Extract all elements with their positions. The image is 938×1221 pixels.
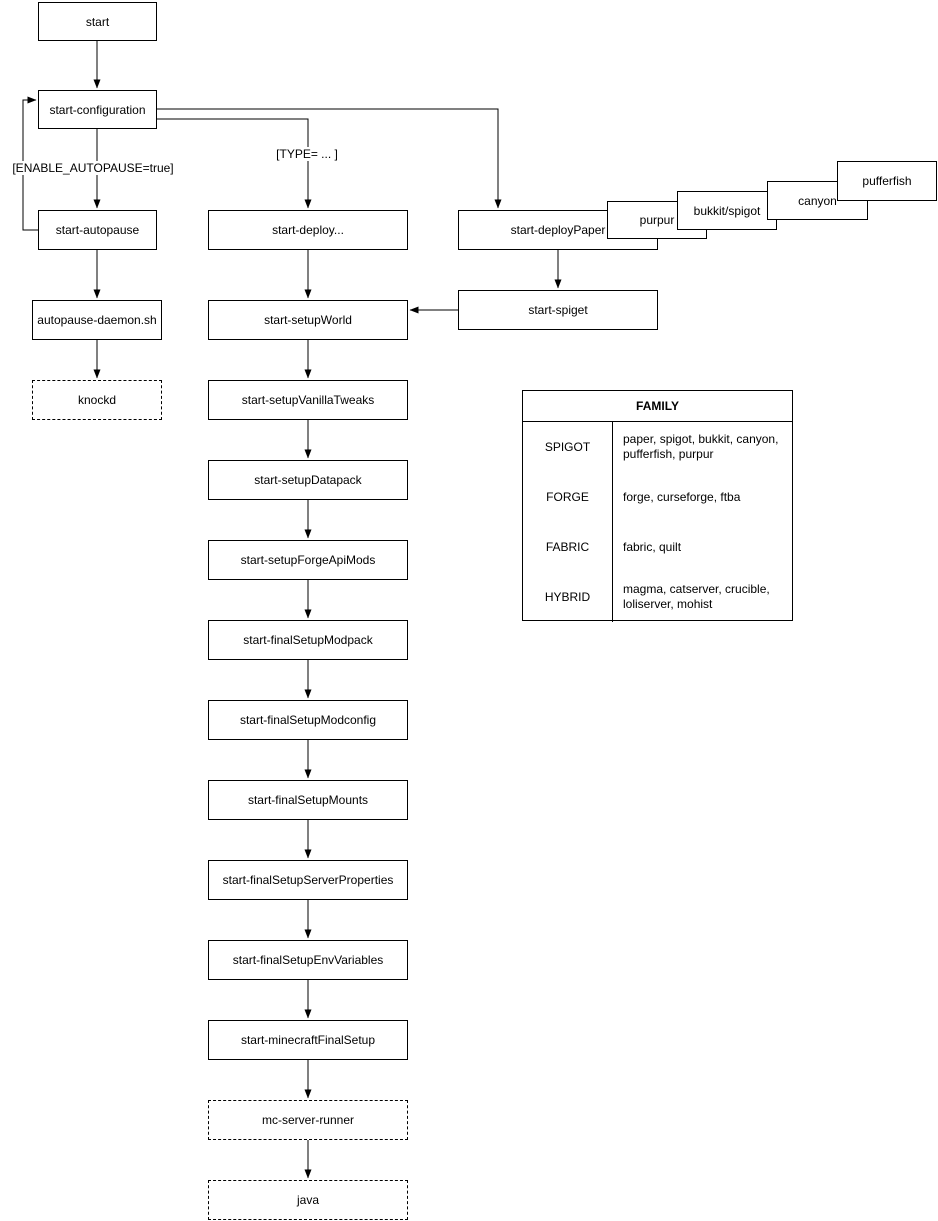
family-name: FORGE xyxy=(523,472,613,522)
family-name: HYBRID xyxy=(523,572,613,622)
node-start-finalSetupServerProperties: start-finalSetupServerProperties xyxy=(208,860,408,900)
node-start: start xyxy=(38,2,157,41)
node-start-finalSetupMounts: start-finalSetupMounts xyxy=(208,780,408,820)
node-start-setupDatapack: start-setupDatapack xyxy=(208,460,408,500)
family-table-body: SPIGOT paper, spigot, bukkit, canyon, puf… xyxy=(523,422,792,622)
family-table-row: FORGE forge, curseforge, ftba xyxy=(523,472,792,522)
family-members: forge, curseforge, ftba xyxy=(623,489,741,504)
family-name: SPIGOT xyxy=(523,422,613,472)
node-start-finalSetupEnvVariables: start-finalSetupEnvVariables xyxy=(208,940,408,980)
node-start-minecraftFinalSetup: start-minecraftFinalSetup xyxy=(208,1020,408,1060)
node-start-finalSetupModconfig: start-finalSetupModconfig xyxy=(208,700,408,740)
family-table-row: SPIGOT paper, spigot, bukkit, canyon, puf… xyxy=(523,422,792,472)
node-start-deploy: start-deploy... xyxy=(208,210,408,250)
family-table-row: FABRIC fabric, quilt xyxy=(523,522,792,572)
edge-configuration-to-deploy xyxy=(157,118,312,209)
node-start-configuration: start-configuration xyxy=(38,90,157,129)
family-members: fabric, quilt xyxy=(623,539,682,554)
family-table-row: HYBRID magma, catserver, crucible, lolise… xyxy=(523,572,792,622)
node-pufferfish: pufferfish xyxy=(837,161,937,201)
family-members: paper, spigot, bukkit, canyon, pufferfis… xyxy=(623,432,779,461)
node-bukkit-spigot: bukkit/spigot xyxy=(677,191,777,230)
family-name: FABRIC xyxy=(523,522,613,572)
node-start-setupForgeApiMods: start-setupForgeApiMods xyxy=(208,540,408,580)
node-knockd: knockd xyxy=(32,380,162,420)
edge-label-type-condition: [TYPE= ... ] xyxy=(274,147,340,161)
edge-label-enable-autopause-condition: [ENABLE_AUTOPAUSE=true] xyxy=(10,161,176,175)
family-table: FAMILY SPIGOT paper, spigot, bukkit, cany… xyxy=(522,390,793,622)
node-start-autopause: start-autopause xyxy=(38,210,157,250)
node-start-finalSetupModpack: start-finalSetupModpack xyxy=(208,620,408,660)
node-start-spiget: start-spiget xyxy=(458,290,658,330)
node-start-setupVanillaTweaks: start-setupVanillaTweaks xyxy=(208,380,408,420)
node-autopause-daemon-sh: autopause-daemon.sh xyxy=(32,300,162,340)
family-table-title: FAMILY xyxy=(523,391,792,422)
node-start-setupWorld: start-setupWorld xyxy=(208,300,408,340)
node-java: java xyxy=(208,1180,408,1220)
family-members: magma, catserver, crucible, loliserver, … xyxy=(623,582,770,611)
node-mc-server-runner: mc-server-runner xyxy=(208,1100,408,1140)
edge-configuration-to-deployPaper xyxy=(157,108,502,209)
